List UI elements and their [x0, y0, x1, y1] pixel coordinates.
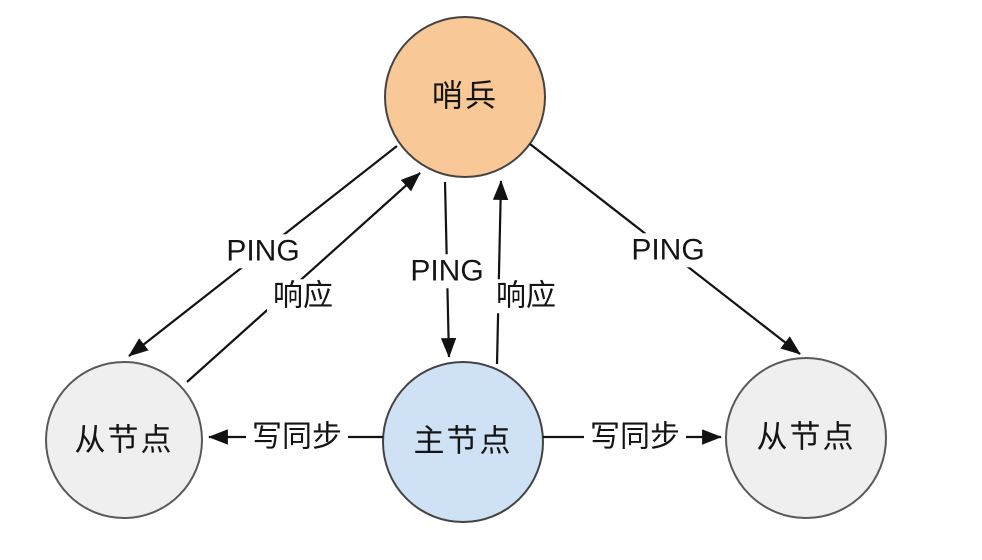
arrow-resp-master-to-sentinel	[492, 180, 509, 365]
master-node-label: 主节点	[413, 423, 513, 459]
edge-label-ping-right: PING	[625, 233, 711, 267]
edge-label-sync-left: 写同步	[246, 420, 348, 454]
edge-label-resp-left: 响应	[267, 279, 339, 313]
edge-label-sync-right: 写同步	[584, 420, 686, 454]
node-circles	[45, 16, 887, 523]
master-node-circle	[382, 361, 544, 523]
slave-right-node-label: 从节点	[756, 419, 856, 455]
sentinel-node-label: 哨兵	[432, 78, 498, 114]
arrow-resp-slave-left-to-sentinel	[186, 172, 421, 383]
slave-left-node-label: 从节点	[74, 422, 174, 458]
edge-label-ping-left: PING	[220, 234, 306, 268]
edge-label-ping-middle: PING	[404, 254, 490, 288]
slave-left-node-circle	[45, 361, 203, 519]
edge-label-resp-middle: 响应	[490, 279, 562, 313]
slave-right-node-circle	[725, 357, 887, 519]
sentinel-node-circle	[384, 16, 546, 178]
